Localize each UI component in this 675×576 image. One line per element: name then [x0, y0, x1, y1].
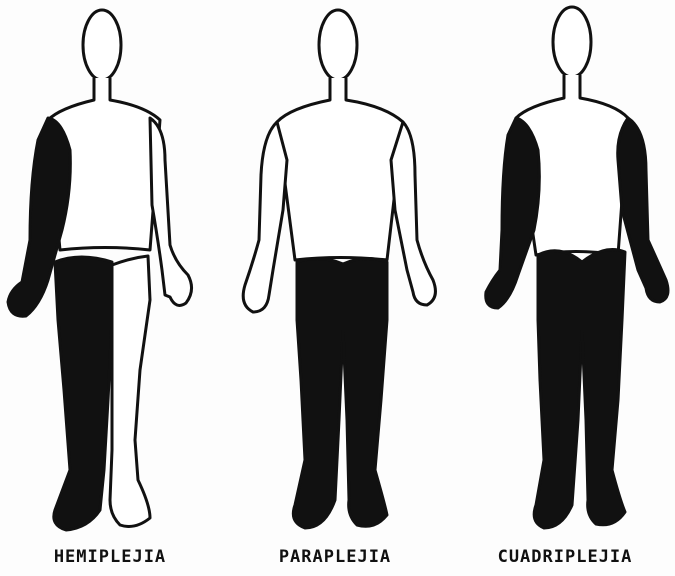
body-outline-cuadriplejia: [450, 0, 675, 545]
body-outline-hemiplejia: [0, 0, 225, 545]
figure-cuadriplejia: [450, 0, 675, 545]
head: [553, 7, 591, 77]
head: [319, 10, 357, 80]
right-arm: [391, 122, 435, 305]
left-leg-affected: [534, 251, 582, 528]
right-leg-affected: [343, 258, 387, 526]
figure-hemiplejia: [0, 0, 225, 545]
left-leg-affected: [54, 257, 112, 530]
right-leg-affected: [582, 250, 625, 525]
caption-paraplejia: PARAPLEJIA: [225, 547, 445, 567]
right-arm: [150, 118, 192, 305]
figure-paraplejia: [225, 0, 450, 545]
caption-hemiplejia: HEMIPLEJIA: [0, 547, 220, 567]
caption-cuadriplejia: CUADRIPLEJIA: [455, 547, 675, 567]
left-leg-affected: [293, 258, 343, 528]
torso: [277, 78, 403, 260]
right-leg: [110, 256, 150, 526]
left-arm-affected: [486, 118, 540, 308]
left-arm: [243, 122, 287, 312]
body-outline-paraplejia: [225, 0, 450, 545]
head: [83, 10, 121, 80]
